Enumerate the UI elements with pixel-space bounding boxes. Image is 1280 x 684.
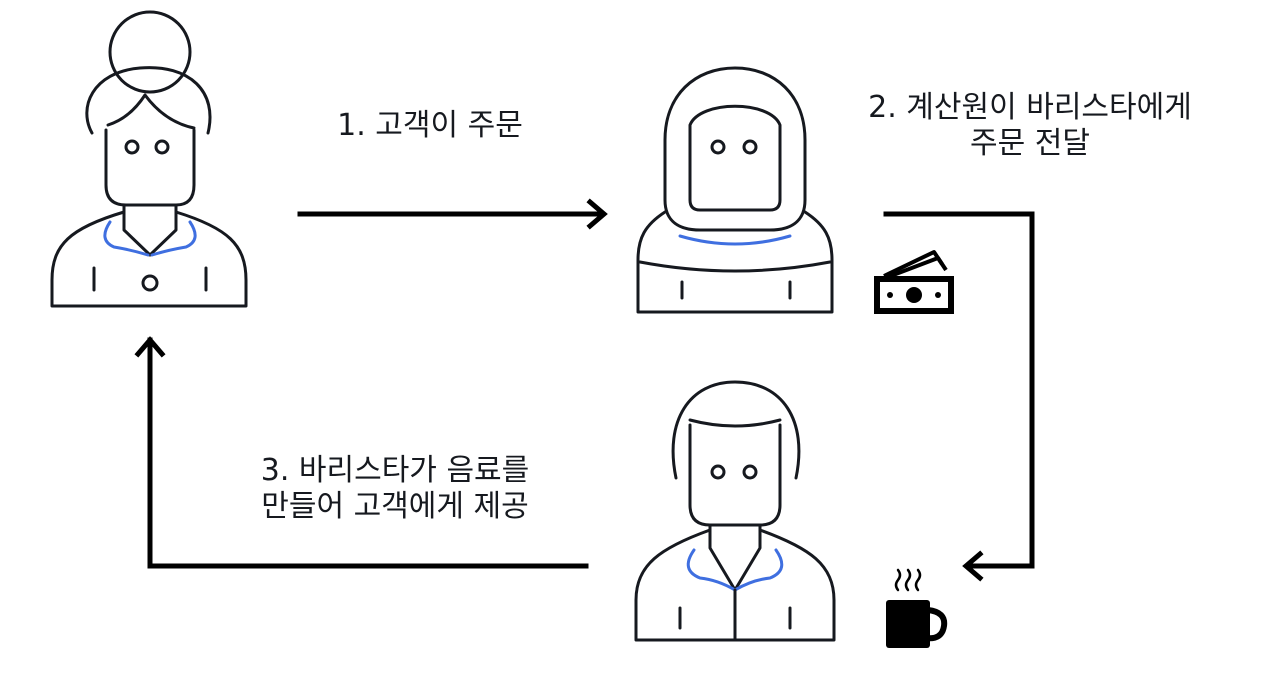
- step-2-line-1: 2. 계산원이 바리스타에게: [868, 90, 1192, 125]
- step-1-label: 1. 고객이 주문: [300, 108, 560, 144]
- arrow-barista-to-customer: [134, 336, 589, 569]
- step-3-label: 3. 바리스타가 음료를 만들어 고객에게 제공: [205, 453, 585, 525]
- coffee-cup-icon: [886, 568, 948, 648]
- step-2-line-2: 주문 전달: [970, 126, 1090, 161]
- step-3-line-1: 3. 바리스타가 음료를: [260, 453, 530, 488]
- barista-icon: [634, 380, 836, 642]
- cashier-icon: [636, 66, 834, 314]
- arrow-customer-to-cashier: [297, 198, 608, 230]
- step-3-line-2: 만들어 고객에게 제공: [261, 489, 529, 524]
- arrow-cashier-to-barista: [883, 211, 1035, 582]
- customer-icon: [50, 10, 248, 308]
- step-2-label: 2. 계산원이 바리스타에게 주문 전달: [830, 90, 1230, 162]
- money-icon: [874, 250, 954, 314]
- step-1-line-1: 1. 고객이 주문: [337, 108, 523, 143]
